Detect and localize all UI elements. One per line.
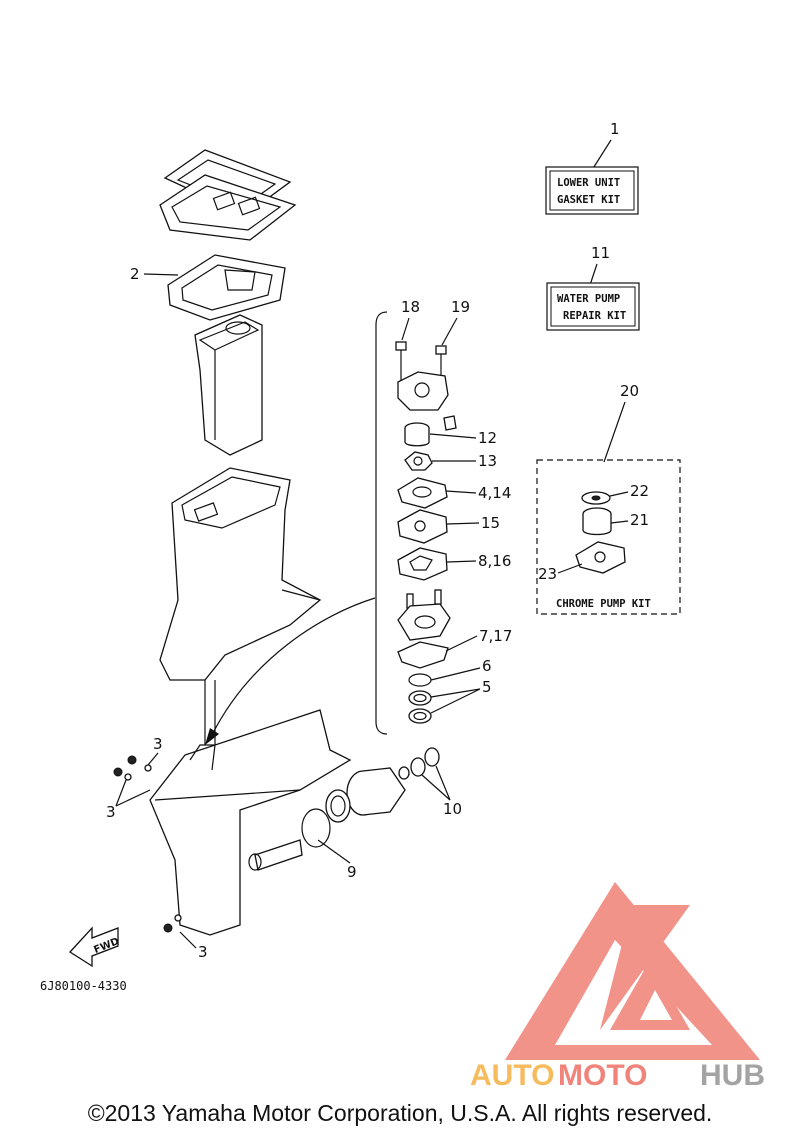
prop-shaft-housing	[325, 747, 440, 823]
lower-unit-gasket-kit-callout: 1 LOWER UNIT GASKET KIT	[545, 120, 639, 215]
kit-part-21	[582, 507, 612, 536]
kit-11-line1: WATER PUMP	[557, 293, 620, 305]
kit-ref-20: 20	[620, 382, 639, 400]
logo-text-moto: MOTO	[558, 1059, 647, 1092]
kit-1-line1: LOWER UNIT	[557, 177, 620, 189]
callout-21: 21	[630, 511, 649, 529]
gasket-2	[167, 254, 286, 321]
fwd-arrow: FWD	[68, 926, 121, 968]
impeller-13	[404, 451, 433, 471]
chrome-pump-kit-box	[536, 459, 681, 615]
kit-11-line2: REPAIR KIT	[563, 310, 626, 322]
callout-19: 19	[451, 298, 470, 316]
callout-7-17: 7,17	[479, 627, 512, 645]
callout-3-left: 3	[106, 803, 116, 821]
automotohub-logo	[505, 882, 760, 1060]
callout-9: 9	[347, 863, 357, 881]
lower-casing	[149, 709, 352, 936]
water-pump-repair-kit-callout: 11 WATER PUMP REPAIR KIT	[546, 244, 640, 331]
callout-4-14: 4,14	[478, 484, 511, 502]
o-ring-6	[408, 673, 432, 687]
logo-text-hub: HUB	[700, 1059, 765, 1092]
screws-3	[113, 755, 182, 933]
kit-part-22	[581, 491, 611, 505]
callout-18: 18	[401, 298, 420, 316]
callout-3-top: 3	[153, 735, 163, 753]
gasket-4-14	[397, 477, 448, 509]
kit-part-23	[575, 541, 626, 574]
pump-housing	[397, 371, 457, 431]
exhaust-guide	[194, 314, 263, 456]
kit-1-line2: GASKET KIT	[557, 194, 620, 206]
callout-22: 22	[630, 482, 649, 500]
chrome-pump-kit-label: CHROME PUMP KIT	[556, 598, 651, 610]
callout-8-16: 8,16	[478, 552, 511, 570]
copyright-notice: ©2013 Yamaha Motor Corporation, U.S.A. A…	[87, 1100, 713, 1126]
o-ring-9	[301, 808, 331, 848]
upper-casing	[159, 467, 322, 745]
kit-ref-11: 11	[591, 244, 610, 262]
bolts-18-19	[395, 341, 447, 386]
callout-5: 5	[482, 678, 492, 696]
callout-15: 15	[481, 514, 500, 532]
callout-23: 23	[538, 565, 557, 583]
callout-10: 10	[443, 800, 462, 818]
kit-ref-1: 1	[610, 120, 620, 138]
callout-2: 2	[130, 265, 140, 283]
callout-13: 13	[478, 452, 497, 470]
insert-cartridge-12	[404, 422, 430, 447]
callout-6: 6	[482, 657, 492, 675]
callout-3-bottom: 3	[198, 943, 208, 961]
oil-seals-5	[408, 690, 432, 724]
diagram-code: 6J80100-4330	[40, 979, 127, 993]
outer-plate-15	[397, 509, 448, 544]
logo-text-auto: AUTO	[470, 1059, 554, 1092]
pump-base-7-17	[397, 589, 451, 669]
pump-group-bracket	[375, 311, 388, 735]
callout-12: 12	[478, 429, 497, 447]
gasket-8-16	[397, 547, 448, 581]
upper-gaskets	[159, 149, 297, 241]
